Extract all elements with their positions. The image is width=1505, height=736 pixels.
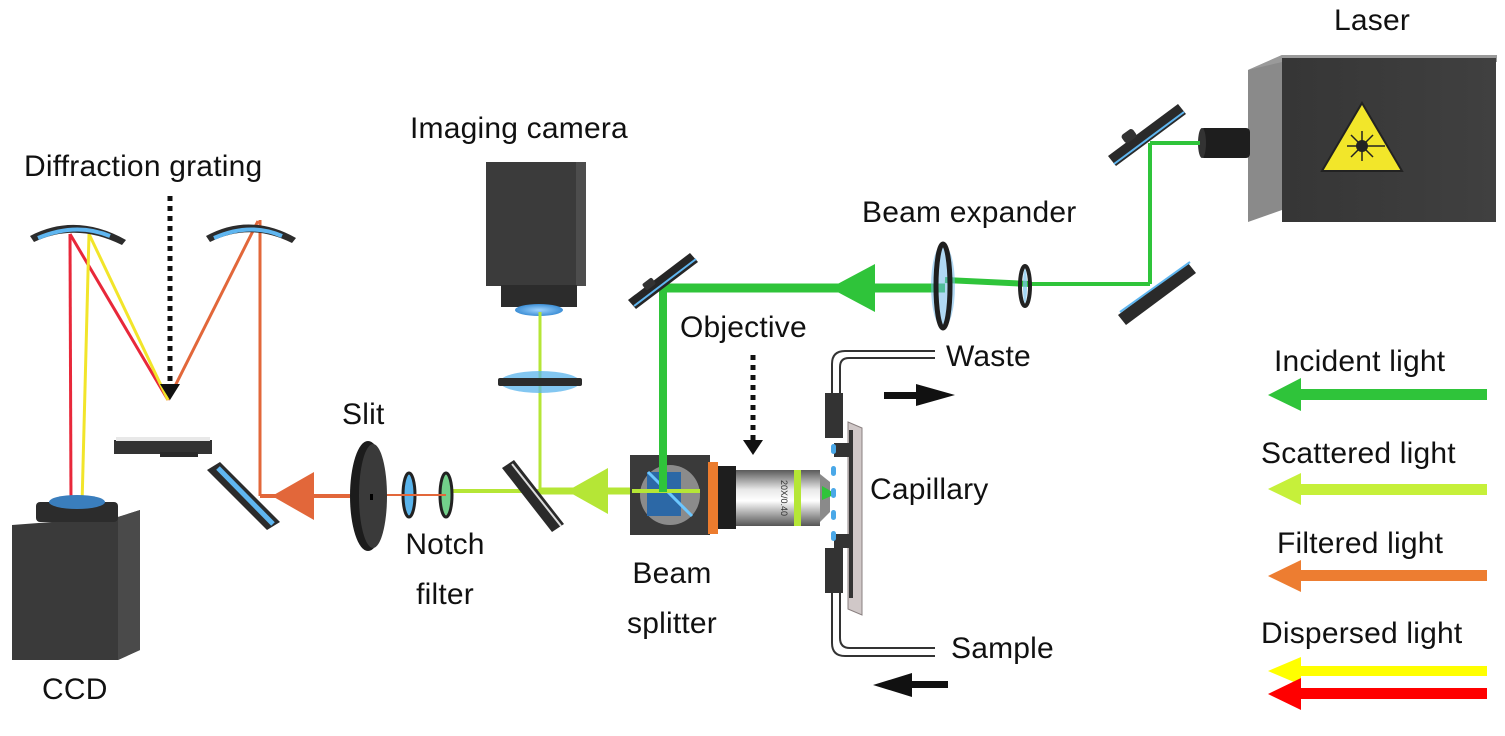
label-beam-splitter-line1: Beam <box>632 557 712 590</box>
fold-mirror-objective <box>628 253 698 309</box>
label-laser: Laser <box>1334 4 1411 37</box>
label-capillary: Capillary <box>870 473 989 506</box>
expander-lens-large <box>931 241 955 331</box>
focusing-mirror <box>30 224 126 245</box>
ccd-camera <box>12 495 140 660</box>
diffraction-grating <box>114 437 212 457</box>
legend-arrow-dispersed-yellow <box>1268 657 1487 685</box>
capillary-connector-top <box>825 393 843 438</box>
filtered-beam <box>166 220 446 498</box>
label-beam-expander: Beam expander <box>862 196 1077 229</box>
legend-label-filtered: Filtered light <box>1277 527 1444 560</box>
laser <box>1198 55 1497 222</box>
incident-arrow <box>830 264 875 312</box>
legend-arrow-filtered <box>1268 560 1487 592</box>
label-ccd: CCD <box>42 673 108 706</box>
objective-engraving: 20X/0.40 <box>779 480 789 516</box>
label-imaging-camera: Imaging camera <box>410 112 628 145</box>
legend-label-incident: Incident light <box>1274 345 1446 378</box>
collimating-mirror <box>206 224 296 243</box>
beam-expander <box>931 241 1032 331</box>
label-notch-filter-line1: Notch <box>405 528 485 561</box>
legend-arrow-incident <box>1268 378 1487 411</box>
legend <box>1268 378 1487 710</box>
label-slit: Slit <box>342 398 385 431</box>
objective-pointer-arrow <box>743 355 763 455</box>
laser-warning-icon <box>1320 101 1404 172</box>
grating-pointer-arrow <box>160 196 180 400</box>
objective-mount <box>708 462 718 534</box>
dispersed-beams <box>68 233 170 506</box>
imaging-tube-lens <box>498 371 582 393</box>
filtered-arrow <box>272 472 314 520</box>
label-sample: Sample <box>951 632 1054 665</box>
expander-lens-small <box>1018 264 1032 308</box>
capillary-droplets <box>831 444 836 541</box>
legend-label-scattered: Scattered light <box>1261 437 1456 470</box>
imaging-camera <box>486 162 586 316</box>
incident-beam <box>659 141 1200 462</box>
waste-flow-arrow <box>884 384 955 406</box>
steering-mirror-bottom <box>1118 261 1196 325</box>
laser-aperture <box>1200 128 1250 158</box>
label-waste: Waste <box>946 340 1031 373</box>
steering-mirror-top <box>1108 104 1186 166</box>
legend-arrow-dispersed-red <box>1268 678 1487 710</box>
legend-label-dispersed: Dispersed light <box>1261 617 1463 650</box>
legend-arrow-scattered <box>1268 473 1487 505</box>
label-objective: Objective <box>680 311 807 344</box>
scattered-arrow <box>567 468 608 514</box>
beam-splitter <box>630 455 710 535</box>
capillary-flow-cell <box>825 350 935 657</box>
capillary-connector-bottom <box>825 548 843 593</box>
dichroic-mirror <box>502 460 564 532</box>
sample-flow-arrow <box>873 673 948 697</box>
label-diffraction-grating: Diffraction grating <box>24 150 263 183</box>
spectrometer-input-mirror <box>207 462 280 530</box>
label-notch-filter-line2: filter <box>416 578 474 611</box>
label-beam-splitter-line2: splitter <box>627 607 717 640</box>
slit <box>350 441 387 551</box>
objective: 20X/0.40 <box>718 466 836 529</box>
